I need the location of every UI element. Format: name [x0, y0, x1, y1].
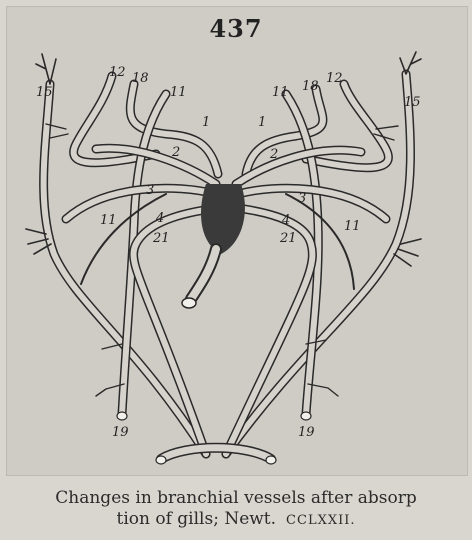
left-twig-top: [36, 54, 56, 84]
label-right-11-top: 11: [272, 85, 289, 100]
label-left-18: 18: [132, 71, 149, 86]
label-left-19: 19: [112, 425, 129, 440]
figure-caption: Changes in branchial vessels after absor…: [0, 488, 472, 531]
label-right-18: 18: [302, 79, 319, 94]
plate-number: CCLXXII.: [286, 513, 355, 528]
label-right-4: 4: [281, 213, 290, 228]
label-left-21: 21: [152, 231, 170, 246]
label-left-11-top: 11: [170, 85, 187, 100]
label-left-12: 12: [109, 65, 126, 80]
label-left-4: 4: [155, 211, 164, 226]
label-right-12: 12: [326, 71, 343, 86]
right-arch-3: [226, 209, 312, 454]
left-arch-3: [134, 209, 211, 454]
caption-line-2: tion of gills; Newt. CCLXXII.: [0, 509, 472, 531]
label-right-19: 19: [298, 425, 315, 440]
label-left-15: 15: [36, 85, 53, 100]
label-right-15: 15: [404, 95, 421, 110]
caption-line-1: Changes in branchial vessels after absor…: [0, 488, 472, 509]
branchial-vessels-illustration: 12 18 11 15 1 2 3 4 11 21 19 18 12 11 15…: [6, 44, 466, 474]
label-left-11-mid: 11: [100, 213, 117, 228]
label-right-21: 21: [279, 231, 297, 246]
label-right-11-mid: 11: [344, 219, 361, 234]
caption-line-2-text: tion of gills; Newt.: [116, 509, 276, 529]
label-right-1: 1: [258, 115, 266, 130]
label-right-3: 3: [298, 191, 306, 206]
label-left-1: 1: [202, 115, 210, 130]
label-right-2: 2: [269, 147, 278, 162]
label-left-2: 2: [171, 145, 180, 160]
figure-number: 437: [0, 14, 472, 43]
label-left-3: 3: [146, 183, 154, 198]
